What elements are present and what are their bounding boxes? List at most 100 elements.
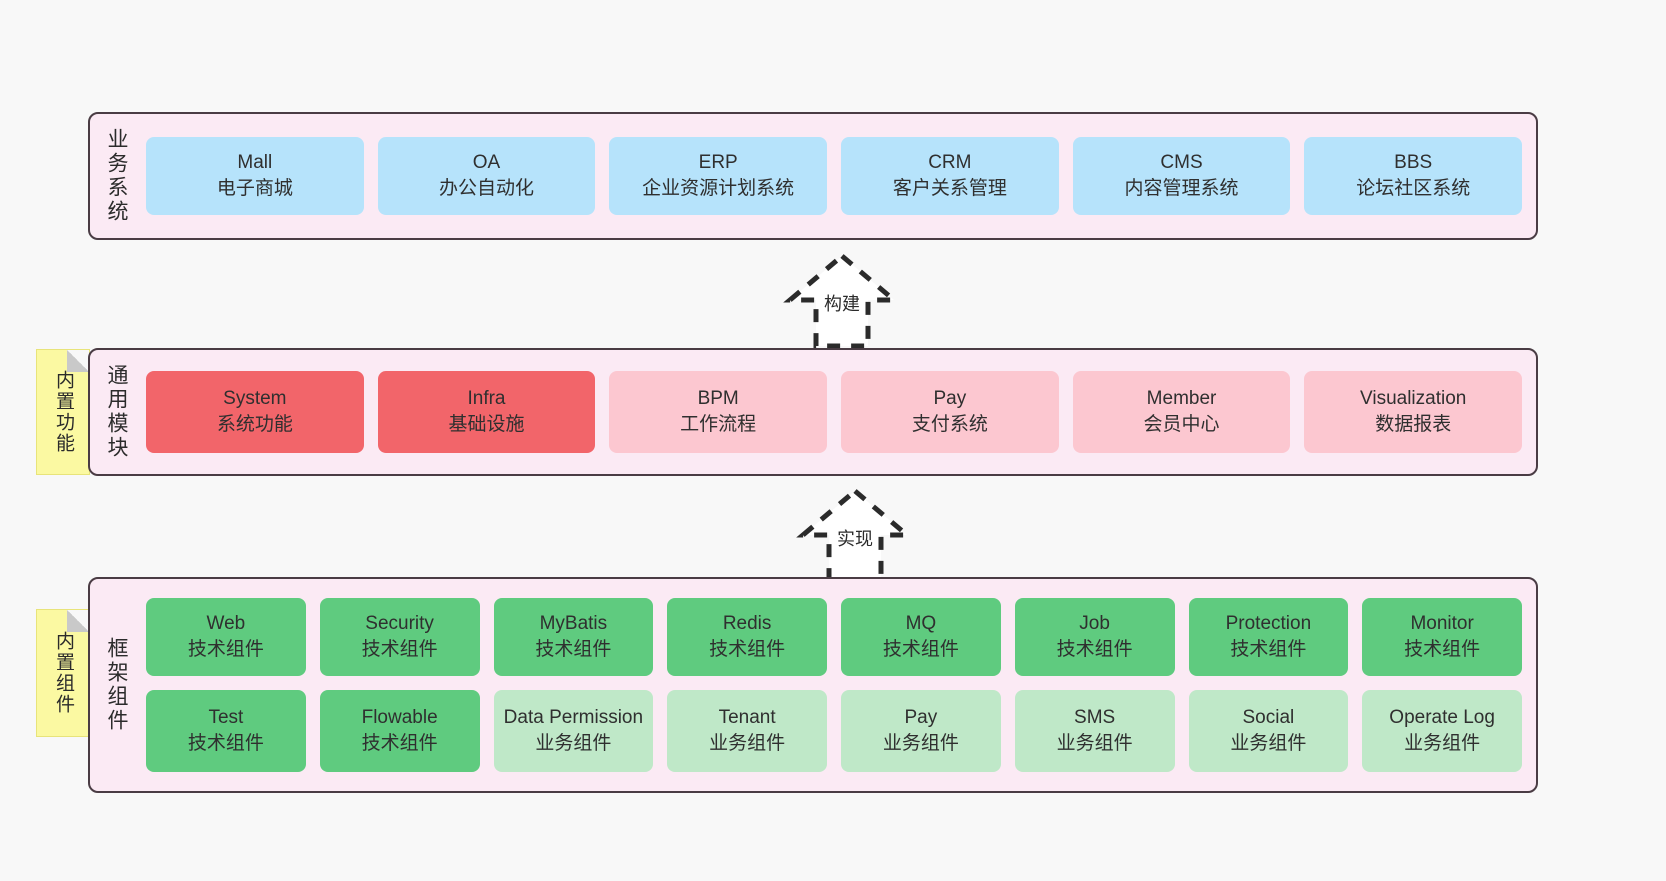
card-social-en: Social [1242, 706, 1295, 728]
card-bpm-cn: 工作流程 [680, 414, 757, 435]
layer-title-business: 业务系统 [105, 128, 129, 224]
card-sms[interactable]: SMS 业务组件 [1014, 690, 1175, 772]
card-flowable-en: Flowable [361, 706, 438, 728]
card-sms-en: SMS [1074, 706, 1116, 728]
card-redis[interactable]: Redis 技术组件 [667, 598, 827, 676]
card-bbs-en: BBS [1394, 151, 1433, 173]
card-system[interactable]: System 系统功能 [146, 371, 364, 453]
card-mybatis-en: MyBatis [539, 612, 608, 634]
sticky-note-builtin-components-label: 内置组件 [52, 631, 74, 715]
business-card-list: Mall 电子商城 OA 办公自动化 ERP 企业资源计划系统 CRM 客户关系… [142, 114, 1536, 238]
card-mq-en: MQ [905, 612, 937, 634]
card-mybatis-cn: 技术组件 [535, 639, 612, 660]
card-monitor[interactable]: Monitor 技术组件 [1362, 598, 1522, 676]
card-member-cn: 会员中心 [1143, 414, 1220, 435]
card-security[interactable]: Security 技术组件 [319, 598, 480, 676]
card-erp[interactable]: ERP 企业资源计划系统 [609, 137, 828, 215]
card-crm-en: CRM [928, 151, 972, 173]
card-tenant[interactable]: Tenant 业务组件 [667, 690, 827, 772]
card-oa[interactable]: OA 办公自动化 [377, 137, 596, 215]
sticky-note-builtin-features: 内置功能 [36, 349, 90, 475]
card-security-en: Security [365, 612, 434, 634]
card-pay-component-en: Pay [904, 706, 938, 728]
card-bpm[interactable]: BPM 工作流程 [609, 371, 828, 453]
card-social-cn: 业务组件 [1230, 733, 1307, 754]
card-erp-cn: 企业资源计划系统 [642, 178, 795, 199]
layer-common-modules: 通用模块 System 系统功能 Infra 基础设施 BPM 工作流程 Pay… [88, 348, 1538, 476]
card-member[interactable]: Member 会员中心 [1072, 371, 1291, 453]
connector-build: 构建 [757, 252, 927, 349]
card-protection[interactable]: Protection 技术组件 [1188, 598, 1349, 676]
card-pay-component[interactable]: Pay 业务组件 [841, 690, 1001, 772]
card-erp-en: ERP [698, 151, 738, 173]
card-pay-module[interactable]: Pay 支付系统 [841, 371, 1059, 453]
card-web[interactable]: Web 技术组件 [146, 598, 306, 676]
sticky-note-builtin-features-label: 内置功能 [52, 370, 74, 454]
card-redis-en: Redis [722, 612, 772, 634]
card-job-cn: 技术组件 [1056, 639, 1133, 660]
card-test-cn: 技术组件 [187, 733, 264, 754]
card-mall-en: Mall [237, 151, 273, 173]
card-pay-component-cn: 业务组件 [882, 733, 959, 754]
card-monitor-en: Monitor [1410, 612, 1474, 634]
card-bpm-en: BPM [697, 387, 739, 409]
card-sms-cn: 业务组件 [1056, 733, 1133, 754]
card-mall-cn: 电子商城 [216, 178, 293, 199]
card-operate-log-cn: 业务组件 [1404, 733, 1481, 754]
card-infra-en: Infra [467, 387, 506, 409]
card-test-en: Test [208, 706, 244, 728]
card-visualization[interactable]: Visualization 数据报表 [1304, 371, 1523, 453]
card-cms-cn: 内容管理系统 [1124, 178, 1239, 199]
card-bbs-cn: 论坛社区系统 [1356, 178, 1471, 199]
layer-title-framework: 框架组件 [105, 637, 129, 733]
card-data-permission[interactable]: Data Permission 业务组件 [493, 690, 654, 772]
card-web-en: Web [206, 612, 246, 634]
card-job-en: Job [1079, 612, 1110, 634]
card-member-en: Member [1146, 387, 1217, 409]
card-system-en: System [223, 387, 287, 409]
card-protection-en: Protection [1225, 612, 1312, 634]
framework-row-business: Test 技术组件 Flowable 技术组件 Data Permission … [146, 690, 1522, 772]
card-mq[interactable]: MQ 技术组件 [841, 598, 1001, 676]
card-tenant-en: Tenant [718, 706, 776, 728]
card-cms-en: CMS [1160, 151, 1203, 173]
card-mq-cn: 技术组件 [882, 639, 959, 660]
card-cms[interactable]: CMS 内容管理系统 [1072, 137, 1291, 215]
card-redis-cn: 技术组件 [709, 639, 786, 660]
card-oa-cn: 办公自动化 [439, 178, 535, 199]
card-social[interactable]: Social 业务组件 [1188, 690, 1349, 772]
card-monitor-cn: 技术组件 [1404, 639, 1481, 660]
card-operate-log[interactable]: Operate Log 业务组件 [1362, 690, 1522, 772]
card-oa-en: OA [472, 151, 501, 173]
framework-card-grid: Web 技术组件 Security 技术组件 MyBatis 技术组件 Redi… [142, 579, 1536, 791]
card-visualization-en: Visualization [1360, 387, 1467, 409]
card-flowable[interactable]: Flowable 技术组件 [319, 690, 480, 772]
card-pay-module-cn: 支付系统 [911, 414, 988, 435]
layer-title-common: 通用模块 [105, 364, 129, 460]
card-system-cn: 系统功能 [216, 414, 293, 435]
card-crm[interactable]: CRM 客户关系管理 [841, 137, 1059, 215]
layer-business-systems: 业务系统 Mall 电子商城 OA 办公自动化 ERP 企业资源计划系统 CRM… [88, 112, 1538, 240]
card-data-permission-cn: 业务组件 [535, 733, 612, 754]
card-test[interactable]: Test 技术组件 [146, 690, 306, 772]
card-protection-cn: 技术组件 [1230, 639, 1307, 660]
connector-implement: 实现 [770, 487, 940, 584]
card-infra-cn: 基础设施 [448, 414, 525, 435]
card-flowable-cn: 技术组件 [361, 733, 438, 754]
card-tenant-cn: 业务组件 [709, 733, 786, 754]
card-crm-cn: 客户关系管理 [892, 178, 1007, 199]
card-bbs[interactable]: BBS 论坛社区系统 [1304, 137, 1523, 215]
framework-row-technical: Web 技术组件 Security 技术组件 MyBatis 技术组件 Redi… [146, 598, 1522, 676]
card-infra[interactable]: Infra 基础设施 [377, 371, 596, 453]
card-mybatis[interactable]: MyBatis 技术组件 [493, 598, 654, 676]
card-operate-log-en: Operate Log [1389, 706, 1495, 728]
layer-framework-components: 框架组件 Web 技术组件 Security 技术组件 MyBatis 技术组件… [88, 577, 1538, 793]
card-job[interactable]: Job 技术组件 [1014, 598, 1175, 676]
card-visualization-cn: 数据报表 [1375, 414, 1452, 435]
card-pay-module-en: Pay [933, 387, 967, 409]
card-security-cn: 技术组件 [361, 639, 438, 660]
card-data-permission-en: Data Permission [503, 706, 644, 728]
card-web-cn: 技术组件 [187, 639, 264, 660]
card-mall[interactable]: Mall 电子商城 [146, 137, 364, 215]
